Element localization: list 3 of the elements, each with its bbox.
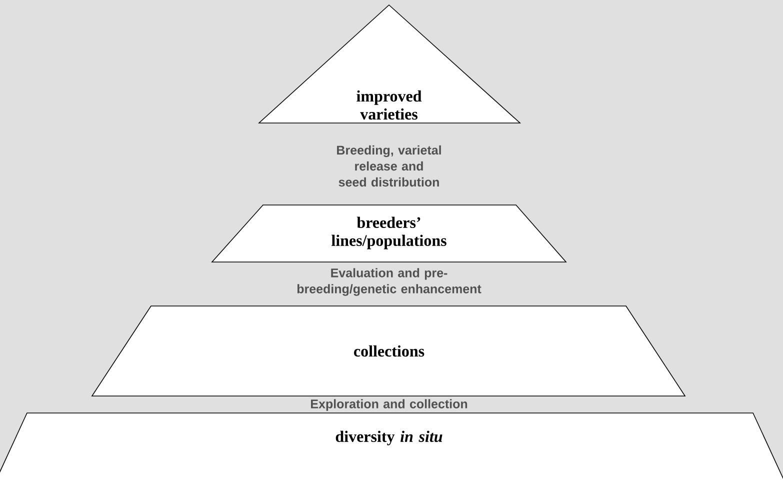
stage-label: Breeding, varietal release and seed distribution — [337, 145, 441, 187]
stage-label: Evaluation and pre-breeding/genetic enhancement — [297, 268, 482, 296]
stage-label: Exploration and collection — [311, 399, 468, 411]
